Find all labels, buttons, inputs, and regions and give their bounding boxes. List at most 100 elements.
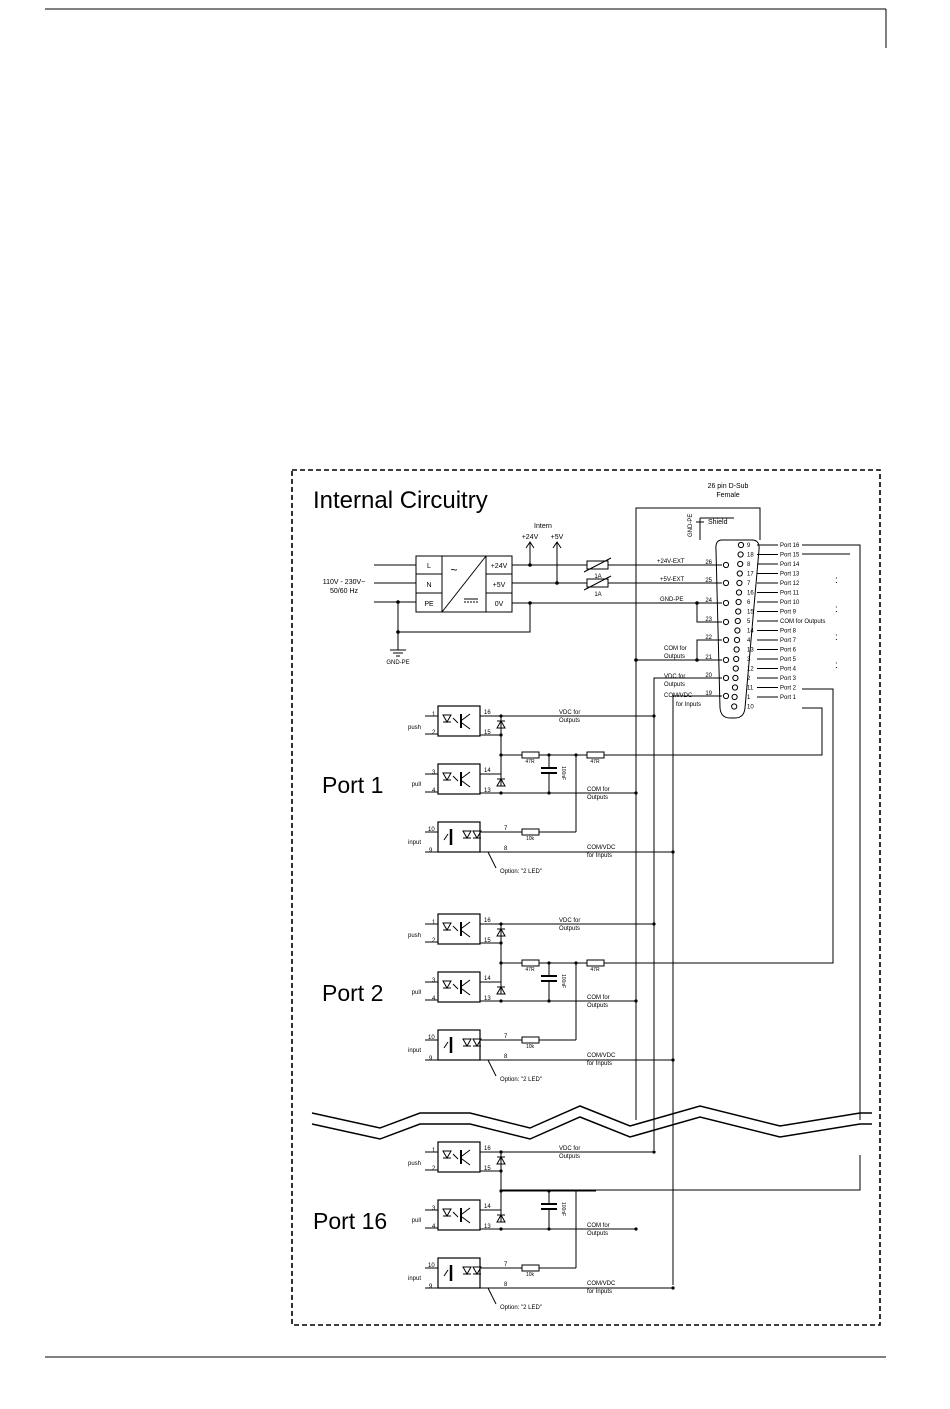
block-text: COM for — [587, 1223, 610, 1229]
intern-24v: +24V — [522, 534, 539, 541]
port-label: Port 7 — [780, 638, 797, 644]
block-text: 13 — [484, 1224, 491, 1230]
block-text: 15 — [484, 730, 491, 736]
fuse-1 — [583, 557, 612, 573]
block-text: 8 — [504, 1054, 508, 1060]
resistor-47r — [521, 959, 540, 967]
pin-hole — [722, 618, 730, 626]
port-label: Port 16 — [780, 543, 800, 549]
shield-label: Shield — [708, 519, 728, 526]
left-pin-23: 23 — [705, 617, 712, 623]
block-text: 16 — [484, 710, 491, 716]
port-label: Port 8 — [780, 629, 797, 635]
push-label: push — [408, 1161, 421, 1167]
port-label: Port 11 — [780, 591, 800, 597]
block-text: 10k — [526, 836, 535, 842]
left-pin-25: 25 — [705, 578, 712, 584]
block-text: 14 — [484, 768, 491, 774]
input-label: input — [408, 1048, 421, 1054]
block-text: for Inputs — [587, 1061, 612, 1067]
block-text: 2 — [432, 730, 436, 736]
input-label: input — [408, 1276, 421, 1282]
resistor-10k — [521, 1264, 540, 1272]
resistor-47r — [521, 751, 540, 759]
right-pin-6: 6 — [747, 600, 751, 606]
right-pin-5: 5 — [747, 619, 751, 625]
right-pin-15: 15 — [747, 610, 754, 616]
push-label: push — [408, 725, 421, 731]
port-label: Port 6 — [780, 648, 797, 654]
block-text: 13 — [484, 996, 491, 1002]
left-pin-21: 21 — [705, 655, 712, 661]
block-text: 14 — [484, 976, 491, 982]
block-text: 47R — [590, 759, 600, 765]
vdc-outputs-label-1: VDC for — [664, 674, 685, 680]
pin-hole — [722, 674, 730, 682]
block-text: 2 — [432, 938, 436, 944]
right-pin-8: 8 — [747, 562, 751, 568]
intern-label: Intern — [534, 523, 552, 530]
block-text: 7 — [504, 1262, 508, 1268]
block-text: COM/VDC — [587, 1053, 616, 1059]
block-text: Outputs — [559, 926, 580, 932]
fuse-2 — [583, 575, 612, 591]
block-text: VDC for — [559, 710, 580, 716]
left-pin-22: 22 — [705, 635, 712, 641]
optocoupler — [437, 821, 481, 853]
comvdc-label-1: COM/VDC — [664, 693, 693, 699]
block-text: COM/VDC — [587, 845, 616, 851]
port-label: COM for Outputs — [780, 619, 825, 625]
pin-hole — [737, 541, 745, 549]
block-text: 47R — [590, 967, 600, 973]
pin-hole — [733, 646, 740, 653]
fuse-2-label: 1A — [594, 592, 601, 598]
connector-label-1: 26 pin D-Sub — [708, 483, 749, 490]
block-text: 4 — [432, 1224, 436, 1230]
resistor-47r — [586, 959, 605, 967]
block-text: Outputs — [587, 795, 608, 801]
diode-icon — [496, 985, 506, 995]
ps-in-n: N — [426, 582, 431, 589]
com-outputs-label-2: Outputs — [664, 654, 685, 660]
pin-hole — [731, 684, 739, 691]
block-text: 4 — [432, 788, 436, 794]
ellipsis-1: : — [835, 575, 838, 586]
port-block-title: Port 2 — [322, 980, 383, 1006]
block-text: 9 — [429, 1056, 433, 1062]
pin-hole — [734, 617, 741, 625]
right-pin-13: 13 — [747, 648, 754, 654]
connector-bracket — [635, 507, 761, 1120]
port-label: Port 9 — [780, 610, 797, 616]
pin-hole — [722, 561, 730, 569]
block-text: 16 — [484, 1146, 491, 1152]
intern-5v: +5V — [551, 534, 564, 541]
block-text: 2 — [432, 1166, 436, 1172]
rail-24v-ext: +24V-EXT — [657, 559, 685, 565]
option-label: Option: "2 LED" — [500, 1305, 542, 1311]
block-text: 10 — [428, 1263, 435, 1269]
capacitor-label: 100nF — [560, 974, 566, 988]
resistor-10k — [521, 828, 540, 836]
pin-hole — [722, 599, 730, 607]
vdc-outputs-label-2: Outputs — [664, 682, 685, 688]
optocoupler — [437, 763, 481, 795]
left-pin-26: 26 — [705, 560, 712, 566]
block-text: for Inputs — [587, 1289, 612, 1295]
block-text: 7 — [504, 1034, 508, 1040]
block-text: 10k — [526, 1272, 535, 1278]
comvdc-label-2: for Inputs — [676, 702, 701, 708]
intern-24v-arrow-icon — [525, 541, 535, 565]
ps-in-l: L — [427, 563, 431, 570]
diagram-title: Internal Circuitry — [313, 487, 488, 514]
port-label: Port 2 — [780, 686, 797, 692]
pin-hole — [735, 608, 742, 615]
ellipsis-3: : — [835, 632, 838, 643]
right-pin-14: 14 — [747, 629, 754, 635]
resistor-10k — [521, 1036, 540, 1044]
mains-voltage: 110V - 230V~ — [323, 579, 366, 586]
right-pin-4: 4 — [747, 638, 751, 644]
pin-hole — [722, 579, 730, 587]
capacitor-label: 100nF — [560, 1202, 566, 1216]
